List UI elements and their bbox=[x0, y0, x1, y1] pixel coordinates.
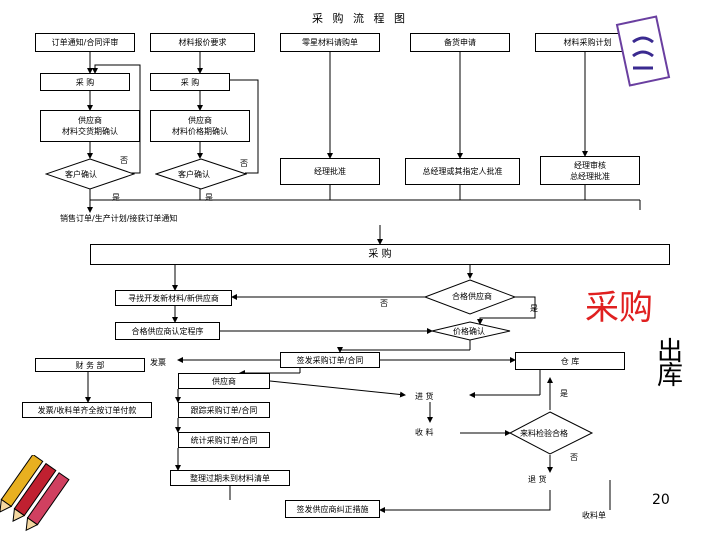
purchase-main-box: 采 购 bbox=[90, 244, 670, 265]
no-label-2: 否 bbox=[240, 159, 248, 168]
receipt-label: 收料单 bbox=[582, 511, 606, 520]
supplier-box: 供应商 bbox=[178, 373, 270, 389]
manager-review-line2: 总经理批准 bbox=[570, 171, 610, 181]
out-warehouse-side-title: 出库 bbox=[656, 337, 683, 391]
qualified-program-box: 合格供应商认定程序 bbox=[115, 322, 220, 340]
material-quote-box: 材料报价要求 bbox=[150, 33, 255, 52]
qualified-supplier-label: 合格供应商 bbox=[452, 292, 492, 301]
page-number: 20 bbox=[652, 492, 670, 508]
stock-apply-box: 备货申请 bbox=[410, 33, 510, 52]
supplier-delivery-line2: 材料交货期确认 bbox=[62, 127, 118, 136]
inspection-label: 来料检验合格 bbox=[520, 429, 568, 438]
yes-label-3: 是 bbox=[530, 304, 538, 313]
no-label-3: 否 bbox=[380, 299, 388, 308]
no-label-4: 否 bbox=[570, 453, 578, 462]
paper-clipart-icon bbox=[615, 15, 671, 87]
finance-box: 财 务 部 bbox=[35, 358, 145, 372]
stat-order-box: 统计采购订单/合同 bbox=[178, 432, 270, 448]
pencils-clipart-icon bbox=[0, 455, 70, 532]
yes-label-1: 是 bbox=[112, 193, 120, 202]
organize-box: 整理过期未到材料清单 bbox=[170, 470, 290, 486]
return-label: 退 货 bbox=[528, 475, 547, 484]
find-supplier-box: 寻找开发新材料/新供应商 bbox=[115, 290, 232, 306]
diagram-title: 采 购 流 程 图 bbox=[312, 12, 408, 25]
corrective-box: 签发供应商纠正措施 bbox=[285, 500, 380, 518]
sign-order-box: 签发采购订单/合同 bbox=[280, 352, 380, 368]
receive-label: 收 料 bbox=[415, 428, 434, 437]
sales-order-box: 销售订单/生产计划/接获订单通知 bbox=[60, 214, 178, 223]
purchase-box-1: 采 购 bbox=[40, 73, 130, 91]
supplier-price-line1: 供应商 bbox=[188, 116, 212, 125]
manager-review-line1: 经理审核 bbox=[574, 160, 606, 170]
customer-confirm-diamond-2 bbox=[155, 158, 247, 190]
incoming-label: 进 货 bbox=[415, 392, 434, 401]
gm-approve-box: 总经理或其指定人批准 bbox=[405, 158, 520, 185]
yes-label-4: 是 bbox=[560, 389, 568, 398]
supplier-price-line2: 材料价格期确认 bbox=[172, 127, 228, 136]
order-notice-box: 订单通知/合同评审 bbox=[35, 33, 135, 52]
track-order-box: 跟踪采购订单/合同 bbox=[178, 402, 270, 418]
no-label-1: 否 bbox=[120, 156, 128, 165]
supplier-delivery-line1: 供应商 bbox=[78, 116, 102, 125]
purchase-box-2: 采 购 bbox=[150, 73, 230, 91]
manager-approve-box: 经理批准 bbox=[280, 158, 380, 185]
price-confirm-label: 价格确认 bbox=[453, 327, 485, 336]
zero-material-box: 零星材料请购单 bbox=[280, 33, 380, 52]
customer-confirm-diamond-1 bbox=[45, 158, 135, 190]
supplier-price-box: 供应商 材料价格期确认 bbox=[150, 110, 250, 142]
manager-review-box: 经理审核 总经理批准 bbox=[540, 156, 640, 185]
customer-confirm-label-1: 客户确认 bbox=[65, 170, 97, 179]
customer-confirm-label-2: 客户确认 bbox=[178, 170, 210, 179]
invoice-label: 发票 bbox=[150, 358, 166, 367]
supplier-delivery-box: 供应商 材料交货期确认 bbox=[40, 110, 140, 142]
warehouse-box: 仓 库 bbox=[515, 352, 625, 370]
purchase-side-title: 采购 bbox=[585, 288, 653, 328]
yes-label-2: 是 bbox=[205, 193, 213, 202]
pay-box: 发票/收料单齐全按订单付款 bbox=[22, 402, 152, 418]
